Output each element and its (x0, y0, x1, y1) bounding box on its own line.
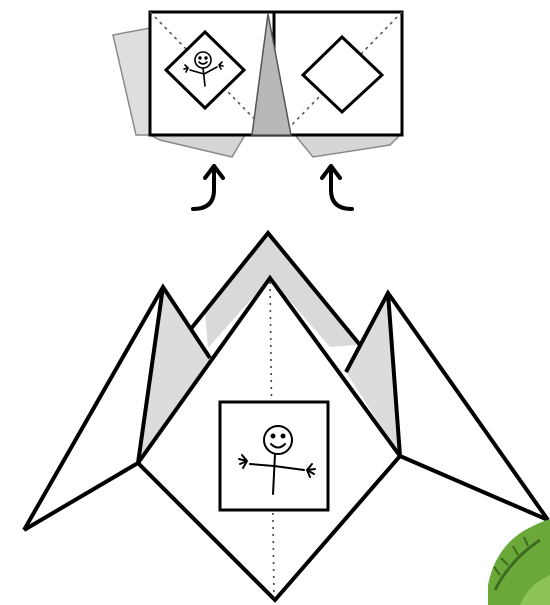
curved-arrow-up-icon (193, 166, 223, 209)
lower-flap-right (295, 135, 400, 157)
leaf-decoration-icon (488, 520, 550, 605)
step-two-finished-model (24, 233, 548, 600)
back-flap-left (113, 28, 150, 135)
step-one-folded-sheet (113, 12, 402, 209)
lower-flap-left (150, 135, 245, 157)
curved-arrow-up-icon (322, 166, 352, 209)
large-smiley-window (220, 402, 328, 510)
